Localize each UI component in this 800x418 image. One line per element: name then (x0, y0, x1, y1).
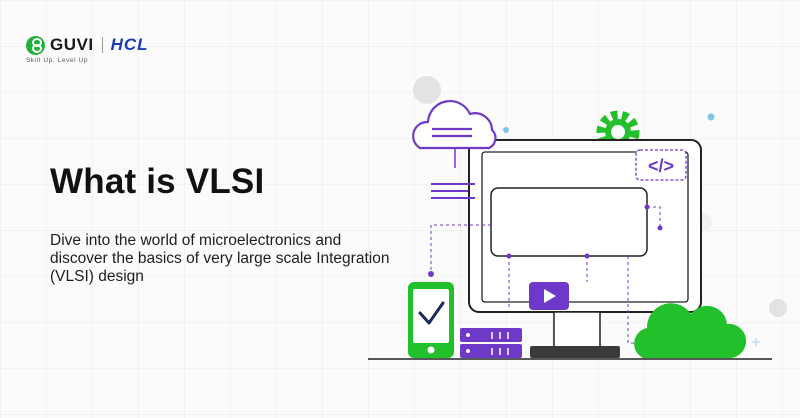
bg-dot (503, 127, 509, 133)
brand-name: GUVI (50, 35, 94, 54)
logo-row: GUVI HCL (26, 35, 149, 55)
green-cloud-icon (634, 303, 747, 358)
guvi-logo-icon (26, 35, 45, 55)
server-icon (460, 328, 522, 358)
chip-box (490, 187, 648, 257)
text-lines-icon (431, 183, 475, 199)
code-icon: </> (635, 149, 687, 181)
cloud-icon (412, 100, 497, 168)
check-icon (418, 301, 445, 325)
smartphone-icon (408, 282, 454, 358)
page-title: What is VLSI (50, 162, 265, 201)
bg-dot (707, 113, 715, 121)
partner-name: HCL (110, 35, 149, 54)
circuit-lines (430, 206, 661, 344)
page-description: Dive into the world of microelectronics … (50, 232, 390, 285)
bg-circle (413, 76, 441, 104)
brand-separator (101, 37, 103, 53)
brand-tagline: Skill Up. Level Up (26, 57, 89, 64)
brand-logo[interactable]: GUVI HCL Skill Up. Level Up (26, 35, 149, 65)
play-icon (529, 282, 569, 310)
bg-circle (769, 299, 787, 317)
sparkle-icon (752, 338, 760, 346)
code-tag-text: </> (648, 156, 674, 176)
